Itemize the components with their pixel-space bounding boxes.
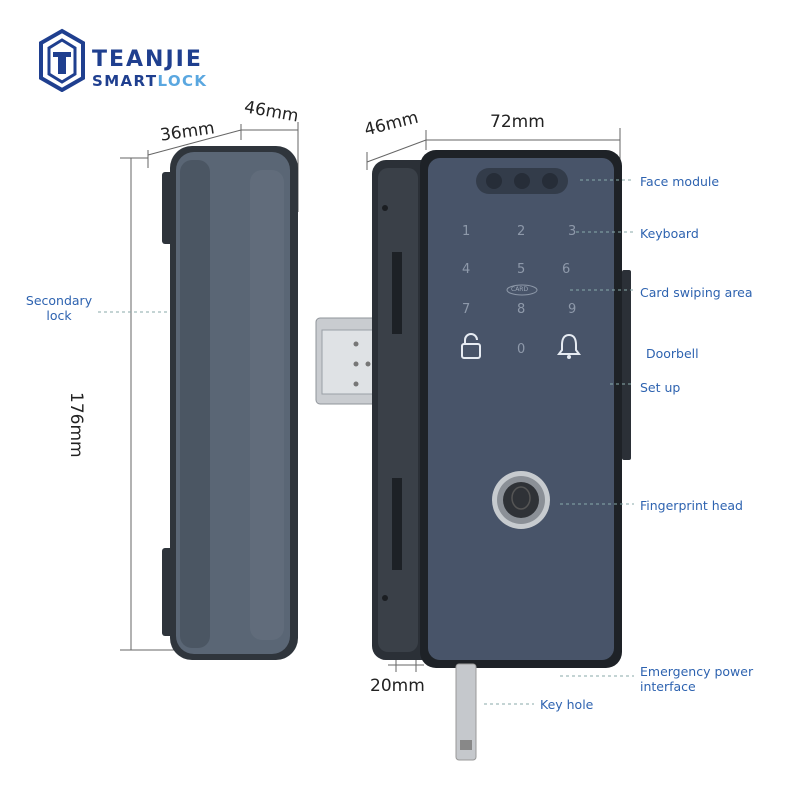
key-6[interactable]: 6: [562, 262, 571, 277]
key-4[interactable]: 4: [462, 262, 471, 277]
label-emergency-power: Emergency power interface: [640, 664, 754, 694]
card-label: CARD: [511, 286, 529, 293]
brand-name: TEANJIE: [92, 47, 203, 72]
key-5[interactable]: 5: [517, 262, 526, 277]
label-set-up: Set up: [640, 380, 681, 395]
card-swipe-area: [506, 284, 538, 296]
front-dimension-lines: [366, 128, 621, 672]
key-3[interactable]: 3: [568, 224, 577, 239]
dim-front-width: 72mm: [490, 112, 545, 132]
key-2[interactable]: 2: [517, 224, 526, 239]
label-secondary-lock: Secondary lock: [25, 293, 93, 323]
house-logo-icon: [39, 28, 85, 93]
dim-bottom-depth: 20mm: [370, 676, 425, 696]
key-0[interactable]: 0: [517, 342, 526, 357]
brand-subtitle: SMARTLOCK: [92, 72, 208, 90]
front-panel: [420, 150, 631, 668]
keypad: 1 2 3 4 5 6 7 8 9 0 CARD: [440, 220, 600, 360]
side-view-lock: [162, 146, 298, 660]
label-key-hole: Key hole: [540, 697, 594, 712]
dim-height: 176mm: [66, 392, 86, 458]
fingerprint-sensor: [492, 471, 550, 529]
doorbell-icon[interactable]: [556, 332, 582, 360]
emergency-key: [455, 663, 477, 761]
key-8[interactable]: 8: [517, 302, 526, 317]
key-7[interactable]: 7: [462, 302, 471, 317]
brand-logo: [38, 28, 86, 93]
label-keyboard: Keyboard: [640, 226, 699, 241]
label-fingerprint-head: Fingerprint head: [640, 498, 743, 513]
key-9[interactable]: 9: [568, 302, 577, 317]
lock-icon[interactable]: [458, 332, 484, 360]
key-1[interactable]: 1: [462, 224, 471, 239]
callout-leaders: [484, 179, 634, 705]
label-card-swiping-area: Card swiping area: [640, 285, 753, 300]
label-doorbell: Doorbell: [646, 346, 699, 361]
face-module: [476, 168, 568, 194]
label-face-module: Face module: [640, 174, 720, 189]
